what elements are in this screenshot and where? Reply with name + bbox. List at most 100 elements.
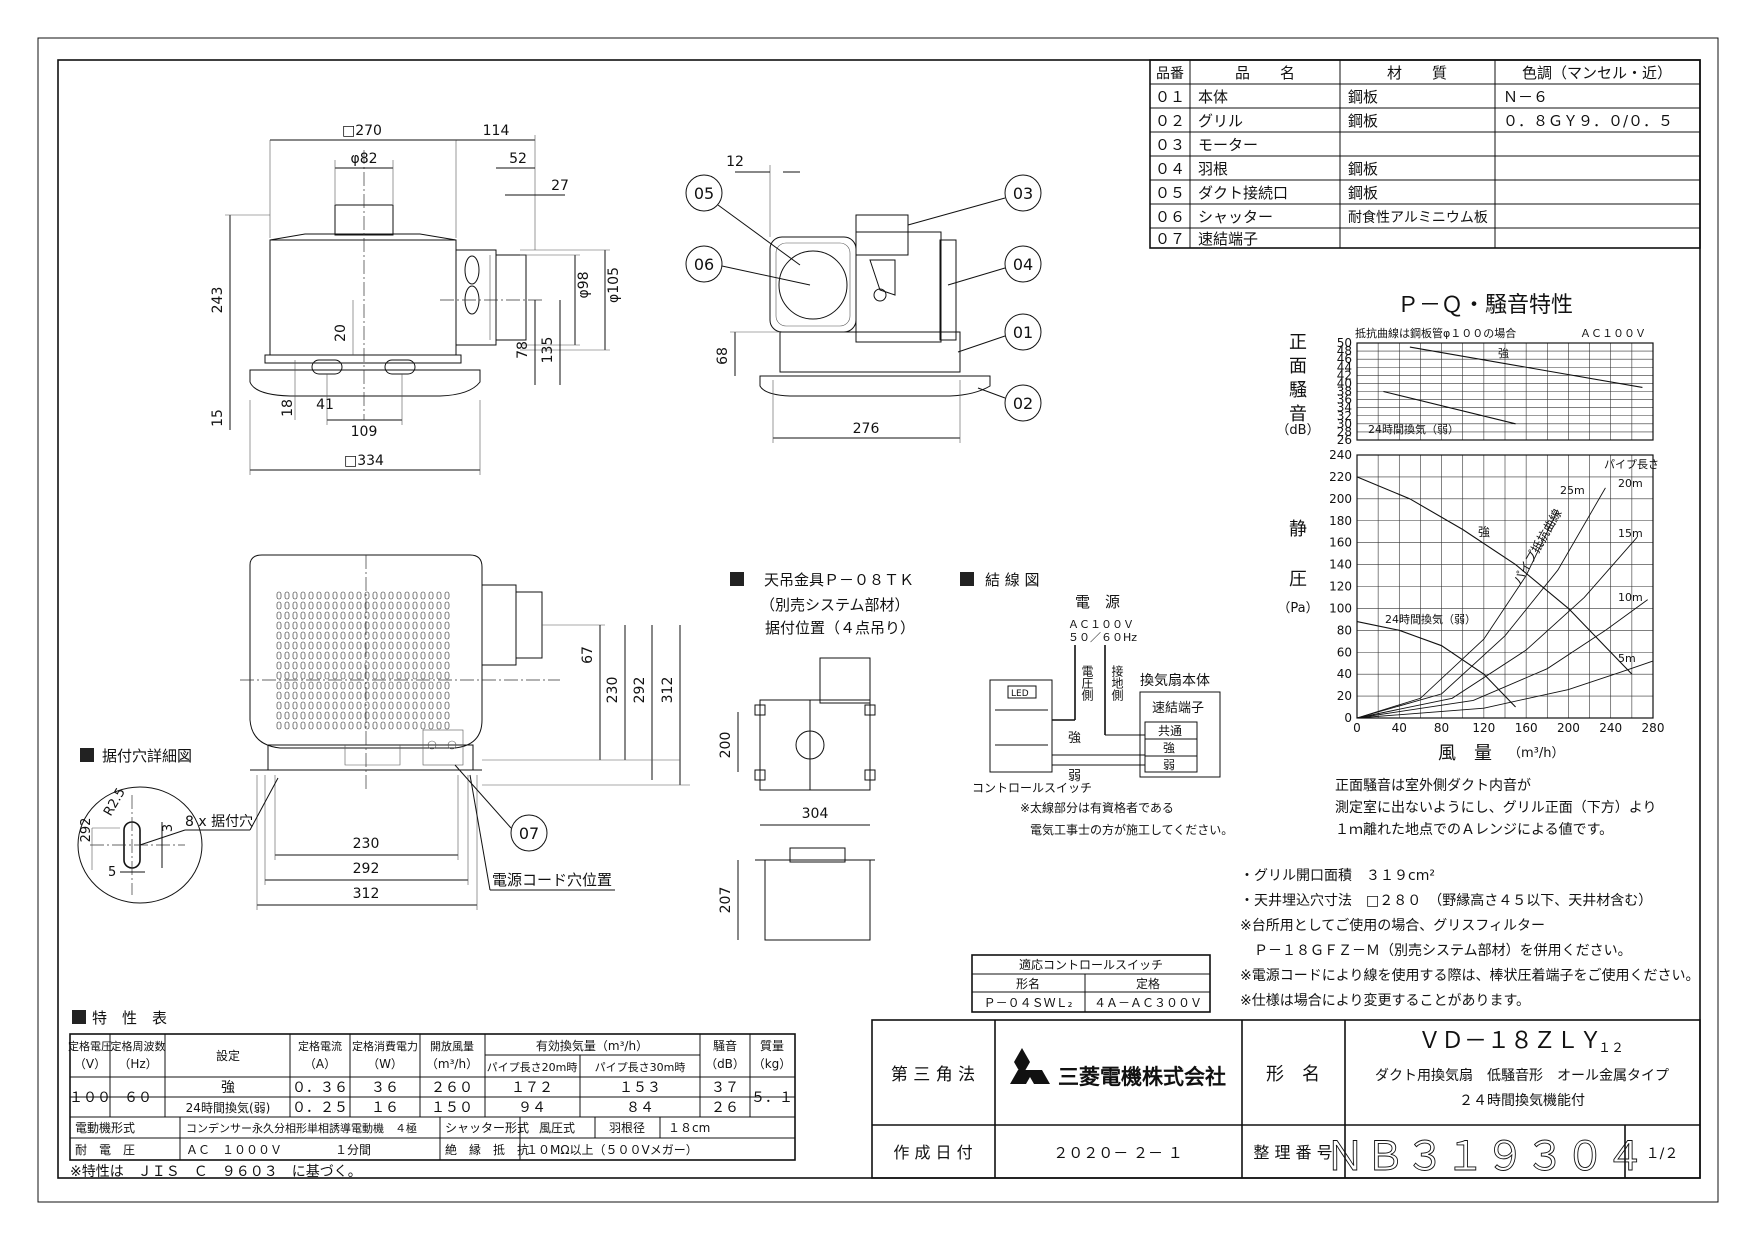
vent-slot	[356, 691, 362, 700]
noise-unit: （dB）	[1276, 423, 1319, 438]
switch-col-rating: 定格	[1136, 976, 1160, 991]
vent-slot	[428, 701, 434, 710]
spec-header-open: 開放風量	[430, 1039, 474, 1053]
vent-slot	[276, 631, 282, 640]
svg-text:３６: ３６	[371, 1080, 399, 1096]
vent-slot	[284, 671, 290, 680]
dim-bottom-312v: 312	[660, 677, 676, 704]
vent-slot	[300, 721, 306, 730]
vent-slot	[356, 681, 362, 690]
vent-slot	[444, 601, 450, 610]
vent-slot	[372, 601, 378, 610]
vent-slot	[316, 631, 322, 640]
pres-ylabel-1: 圧	[1289, 569, 1307, 590]
terminal-label: 速結端子	[1152, 701, 1204, 716]
vent-slot	[292, 681, 298, 690]
vent-slot	[292, 671, 298, 680]
svg-text:耐食性アルミニウム板: 耐食性アルミニウム板	[1348, 209, 1488, 226]
vent-slot	[324, 671, 330, 680]
vent-slot	[364, 601, 370, 610]
model-suffix: １２	[1598, 1041, 1624, 1056]
balloon-06: 06	[694, 255, 714, 274]
dim-side-12: 12	[726, 154, 744, 170]
vent-slot	[324, 621, 330, 630]
xtick-label: 120	[1472, 721, 1495, 735]
vent-slot	[436, 691, 442, 700]
vent-slot	[388, 691, 394, 700]
model-desc1: ダクト用換気扇 低騒音形 オール金属タイプ	[1375, 1067, 1669, 1084]
pres-ylabel-0: 静	[1289, 519, 1307, 540]
vent-slot	[292, 701, 298, 710]
dim-front-width: □270	[342, 123, 382, 139]
noise-ytick-label: 44	[1337, 360, 1352, 374]
label-pipe-10m: 10m	[1618, 591, 1643, 604]
vent-slot	[332, 701, 338, 710]
wiring-voltage: ＡＣ１００Ｖ	[1068, 618, 1134, 631]
spec-header-power-unit: （W）	[367, 1057, 403, 1071]
vent-slot	[284, 641, 290, 650]
xtick-label: 280	[1642, 721, 1665, 735]
vent-slot	[420, 651, 426, 660]
parts-row: ０６ シャッター 耐食性アルミニウム板	[1155, 208, 1488, 226]
vent-slot	[300, 651, 306, 660]
pq-ytick-label: 200	[1329, 492, 1352, 506]
vent-slot	[308, 621, 314, 630]
vent-slot	[404, 591, 410, 600]
balloon-05: 05	[694, 184, 714, 203]
vent-slot	[316, 601, 322, 610]
vent-slot	[324, 691, 330, 700]
vent-slot	[308, 631, 314, 640]
vent-slot	[276, 701, 282, 710]
wiring-diagram: 結 線 図 電 源 ＡＣ１００Ｖ ５０／６０Hz 電圧側 接地側 LED 強 弱…	[960, 571, 1233, 837]
vent-slot	[340, 641, 346, 650]
spec-blade: １８cm	[668, 1121, 710, 1135]
vent-slot	[340, 681, 346, 690]
vent-slot	[444, 721, 450, 730]
dim-front-27: 27	[551, 178, 569, 194]
vent-slot	[380, 721, 386, 730]
balloon-03: 03	[1013, 184, 1033, 203]
chart-note: 正面騒音は室外側ダクト内音が 測定室に出ないようにし、グリル正面（下方）より １…	[1335, 777, 1656, 838]
vent-slot	[284, 631, 290, 640]
vent-slot	[276, 661, 282, 670]
vent-slot	[276, 721, 282, 730]
detail-title: 据付穴詳細図	[102, 747, 192, 765]
dim-front-78: 78	[515, 341, 531, 359]
noise-ylabel-1: 面	[1289, 356, 1307, 377]
vent-slot	[300, 711, 306, 720]
noise-ylabel-3: 音	[1289, 404, 1307, 425]
vent-slot	[436, 721, 442, 730]
parts-row: ０５ ダクト接続口 鋼板	[1155, 184, 1378, 202]
dim-bottom-67: 67	[580, 646, 596, 664]
vent-slot	[332, 651, 338, 660]
projection-label: 第 三 角 法	[891, 1065, 975, 1085]
vent-slot	[324, 681, 330, 690]
vent-slot	[388, 611, 394, 620]
vent-slot	[300, 661, 306, 670]
noise-ytick-label: 48	[1337, 344, 1352, 358]
svg-text:※台所用としてご使用の場合、グリスフィルター: ※台所用としてご使用の場合、グリスフィルター	[1240, 917, 1545, 934]
vent-slot	[412, 621, 418, 630]
vent-slot	[276, 611, 282, 620]
vent-slot	[372, 641, 378, 650]
balloon-04: 04	[1013, 255, 1033, 274]
spec-header-open-unit: （m³/h）	[426, 1057, 478, 1071]
noise-ytick-label: 26	[1337, 433, 1352, 447]
company-logo	[1010, 1048, 1050, 1084]
detail-view: 据付穴詳細図 292 R2.5 3 5 8 x 据付穴	[77, 747, 279, 904]
balloon-07: 07	[519, 824, 539, 843]
svg-text:※仕様は場合により変更することがあります。: ※仕様は場合により変更することがあります。	[1240, 992, 1530, 1009]
hanger-dim-207: 207	[718, 887, 734, 914]
vent-slot	[292, 691, 298, 700]
noise-ytick-label: 46	[1337, 352, 1352, 366]
vent-slot	[388, 671, 394, 680]
switch-table: 適応コントロールスイッチ 形名 定格 Ｐ－０４ＳＷＬ₂ ４Ａ－ＡＣ３００Ｖ	[971, 954, 1211, 1013]
vent-slot	[316, 691, 322, 700]
vent-slot	[284, 701, 290, 710]
vent-slot	[428, 641, 434, 650]
pq-noise-chart: Ｐ－Ｑ・騒音特性 抵抗曲線は鋼板管φ１００の場合 ＡＣ１００Ｖ 正 面 騒 音 …	[1276, 293, 1664, 764]
vent-slot	[324, 651, 330, 660]
section-marker	[960, 572, 974, 586]
vent-slot	[428, 681, 434, 690]
vent-slot	[316, 721, 322, 730]
